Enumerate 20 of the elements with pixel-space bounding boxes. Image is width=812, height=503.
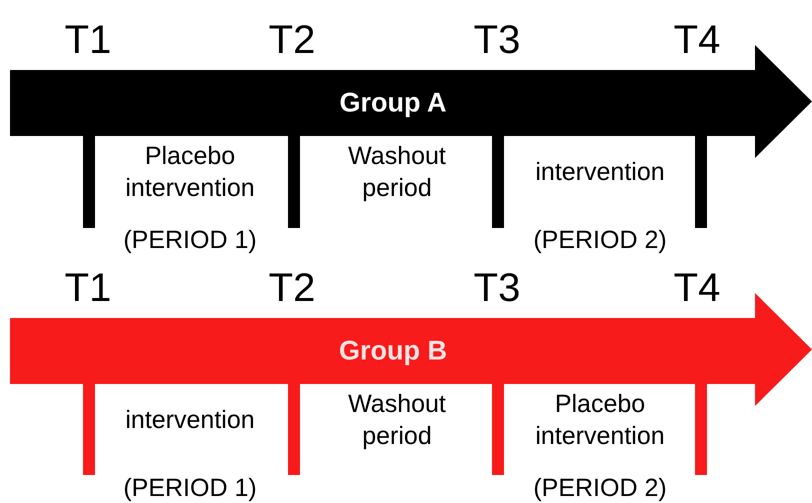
time-point-label: T1 [64,266,112,310]
period-description: Washout period [347,141,447,204]
period-description: Placebo intervention [124,141,256,204]
group-label: Group A [340,87,446,118]
period-label: (PERIOD 1) [123,473,257,503]
time-point-label: T2 [268,18,316,62]
period-description: Placebo intervention [534,389,666,452]
time-point-label: T4 [674,18,720,62]
period-description: Washout period [347,389,447,452]
period-label: (PERIOD 2) [533,225,667,256]
period-label: (PERIOD 1) [123,225,257,256]
time-point-label: T4 [674,266,720,310]
time-point-label: T1 [64,18,112,62]
time-point-label: T3 [474,266,520,310]
time-point-label: T3 [474,18,520,62]
group-label: Group B [339,335,447,366]
period-description: intervention [534,157,666,188]
period-label: (PERIOD 2) [533,473,667,503]
time-point-label: T2 [268,266,316,310]
period-description: intervention [124,405,256,436]
